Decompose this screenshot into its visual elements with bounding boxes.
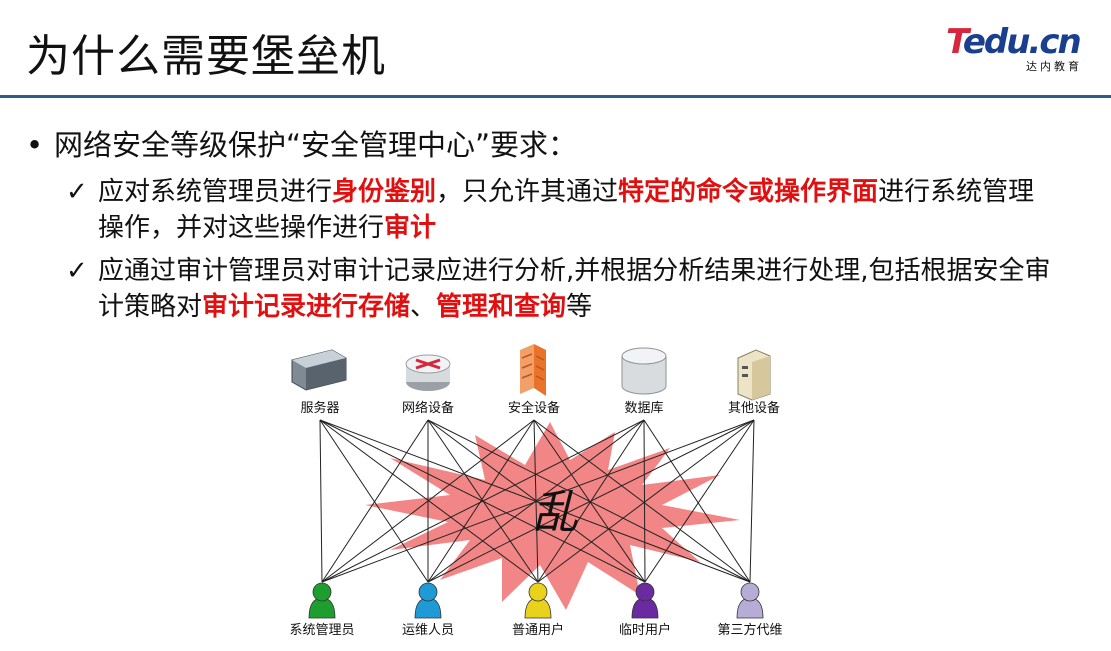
user-label: 临时用户	[619, 622, 671, 638]
connection-line	[537, 419, 755, 583]
plain-text: 进行系统管理操作，并对这些操作进行	[98, 177, 1035, 243]
chaos-diagram: 乱 服务器网络设备安全设备数据库其他设备 系统	[270, 340, 830, 645]
connection-line	[319, 419, 539, 583]
server-icon	[291, 349, 347, 391]
requirement-text-1: 应对系统管理员进行身份鉴别，只允许其通过特定的命令或操作界面进行系统管理操作，并…	[98, 174, 1058, 246]
page-title: 为什么需要堡垒机	[26, 31, 386, 82]
connection-line	[644, 419, 755, 583]
check-icon: ✓	[66, 177, 88, 207]
router-icon	[405, 354, 451, 391]
tedu-logo: Tedu.cn 达内教育	[946, 22, 1096, 73]
user-label: 运维人员	[402, 623, 454, 638]
connection-line	[319, 419, 751, 583]
check-icon: ✓	[66, 256, 88, 286]
device-label: 安全设备	[508, 400, 560, 416]
highlight-text: 审计记录进行存储	[202, 292, 411, 322]
user-icon	[736, 582, 764, 619]
connection-line	[319, 419, 323, 583]
connection-line	[749, 419, 755, 583]
device-label: 数据库	[624, 400, 663, 416]
connection-line	[321, 419, 535, 583]
connection-line	[319, 419, 429, 583]
plain-text: 等	[566, 292, 593, 322]
plain-text: 应对系统管理员进行	[98, 177, 333, 207]
connection-line	[427, 419, 535, 583]
connection-line	[643, 419, 751, 583]
requirement-text-2: 应通过审计管理员对审计记录应进行分析,并根据分析结果进行处理,包括根据安全审计策…	[98, 253, 1058, 325]
bullet-dot: •	[26, 128, 44, 162]
chaos-character: 乱	[532, 485, 579, 539]
connection-line	[321, 419, 429, 583]
user-icon	[631, 582, 659, 619]
chaos-star-shape	[365, 422, 740, 610]
diagram-canvas: 乱 服务器网络设备安全设备数据库其他设备 系统	[289, 344, 783, 638]
user-label: 普通用户	[512, 622, 564, 638]
logo-wordmark: Tedu.cn	[946, 22, 1082, 62]
connection-line	[533, 419, 751, 583]
connection-line	[643, 419, 646, 583]
user-icon	[308, 582, 336, 619]
logo-subtitle: 达内教育	[1026, 60, 1082, 73]
device-label: 网络设备	[402, 400, 454, 416]
user-label: 系统管理员	[289, 623, 354, 638]
title-divider	[0, 95, 1111, 98]
highlight-text: 身份鉴别	[332, 177, 437, 207]
device-label: 服务器	[300, 400, 339, 416]
connection-line	[321, 419, 755, 583]
plain-text: 应通过审计管理员对审计记录应进行分析,并根据分析结果进行处理,包括根据安全审计策…	[98, 256, 1051, 322]
highlight-text: 特定的命令或操作界面	[618, 177, 879, 207]
plain-text: 、	[410, 292, 437, 322]
user-icon	[524, 582, 552, 619]
connection-line	[427, 419, 755, 583]
connection-line	[321, 419, 645, 583]
user-icon	[414, 582, 442, 619]
user-label: 第三方代维	[717, 622, 782, 638]
device-label: 其他设备	[728, 400, 780, 416]
highlight-text: 管理和查询	[436, 292, 567, 322]
bullet-text: 网络安全等级保护“安全管理中心”要求：	[54, 128, 578, 162]
main-bullet: • 网络安全等级保护“安全管理中心”要求：	[26, 122, 577, 164]
other-device-icon	[737, 349, 771, 401]
connection-line	[427, 419, 645, 583]
firewall-icon	[520, 344, 546, 396]
highlight-text: 审计	[384, 213, 437, 243]
database-icon	[621, 347, 667, 395]
plain-text: ，只允许其通过	[436, 177, 619, 207]
connection-line	[533, 419, 646, 583]
